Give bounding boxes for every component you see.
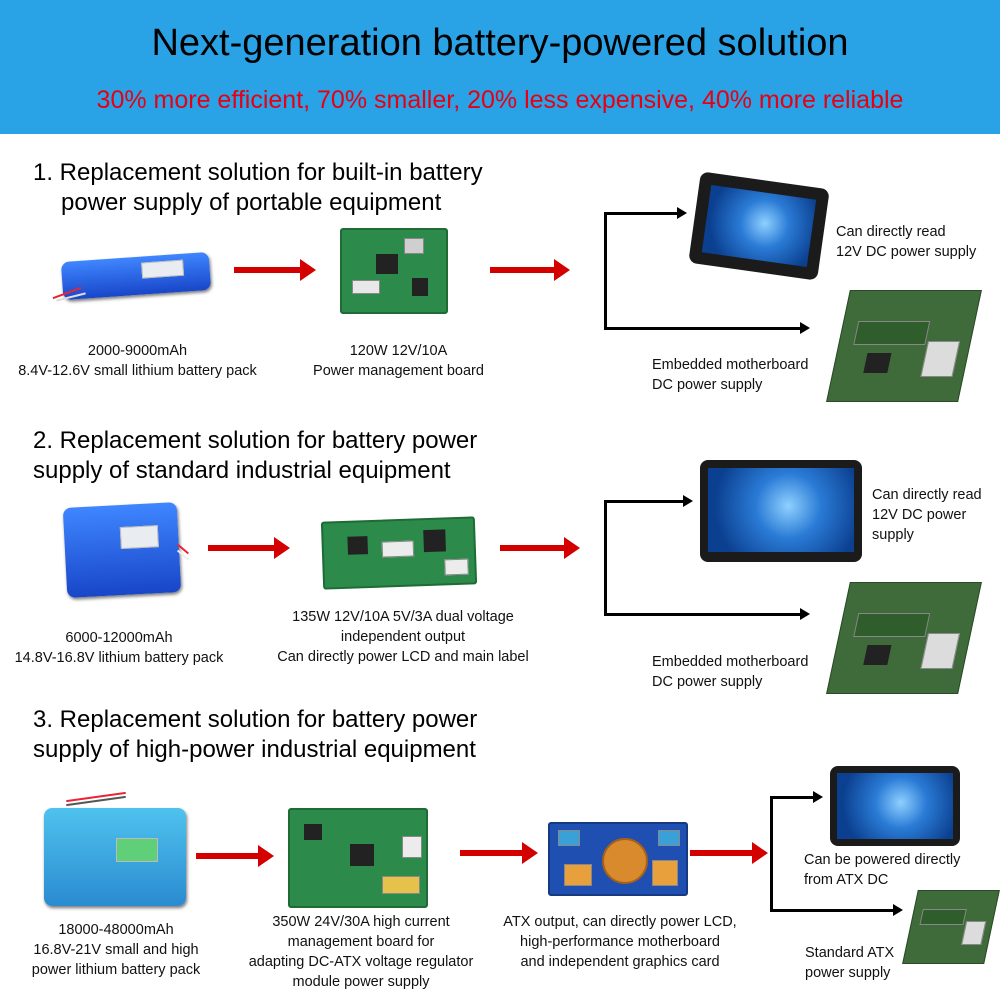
motherboard-image bbox=[902, 890, 1000, 964]
flow-arrow bbox=[490, 259, 570, 281]
output-2b-label: Embedded motherboard DC power supply bbox=[652, 654, 809, 690]
branch-connector bbox=[604, 500, 607, 616]
output-3b-label: Standard ATX power supply bbox=[805, 945, 895, 981]
section-1-title: 1. Replacement solution for built-in bat… bbox=[33, 159, 483, 216]
section-3-title: 3. Replacement solution for battery powe… bbox=[33, 706, 478, 763]
output-3a-label: Can be powered directly from ATX DC bbox=[804, 852, 961, 888]
flow-arrow bbox=[208, 537, 290, 559]
flow-arrow bbox=[196, 845, 274, 867]
tablet-image bbox=[688, 171, 830, 281]
power-board-image bbox=[320, 516, 478, 590]
output-1a-label: Can directly read 12V DC power supply bbox=[836, 224, 977, 260]
branch-arrow bbox=[770, 791, 823, 803]
battery-pack-image bbox=[62, 502, 182, 598]
flow-arrow bbox=[690, 842, 768, 864]
module-3-label: ATX output, can directly power LCD, high… bbox=[503, 914, 737, 970]
output-2a-label: Can directly read 12V DC power supply bbox=[872, 487, 982, 543]
board-1-label: 120W 12V/10A Power management board bbox=[313, 343, 484, 379]
branch-connector bbox=[604, 212, 607, 330]
motherboard-image bbox=[826, 290, 982, 402]
flow-arrow bbox=[460, 842, 538, 864]
section-2-title: 2. Replacement solution for battery powe… bbox=[33, 427, 478, 484]
branch-arrow bbox=[770, 904, 903, 916]
board-3-label: 350W 24V/30A high current management boa… bbox=[248, 914, 474, 990]
output-1b-label: Embedded motherboard DC power supply bbox=[652, 357, 809, 393]
flow-arrow bbox=[500, 537, 580, 559]
branch-connector bbox=[770, 796, 773, 912]
flow-arrow bbox=[234, 259, 316, 281]
branch-arrow bbox=[604, 495, 693, 507]
page-subtitle: 30% more efficient, 70% smaller, 20% les… bbox=[96, 86, 904, 114]
page-title: Next-generation battery-powered solution bbox=[151, 22, 849, 64]
battery-1-label: 2000-9000mAh 8.4V-12.6V small lithium ba… bbox=[18, 343, 257, 379]
branch-arrow bbox=[604, 322, 810, 334]
header-banner: Next-generation battery-powered solution… bbox=[0, 0, 1000, 134]
atx-module-image bbox=[548, 822, 688, 896]
battery-3-label: 18000-48000mAh 16.8V-21V small and high … bbox=[31, 922, 201, 978]
branch-arrow bbox=[604, 207, 687, 219]
monitor-image bbox=[700, 460, 862, 562]
board-2-label: 135W 12V/10A 5V/3A dual voltage independ… bbox=[277, 609, 529, 665]
branch-arrow bbox=[604, 608, 810, 620]
motherboard-image bbox=[826, 582, 982, 694]
monitor-image bbox=[830, 766, 960, 846]
battery-pack-image bbox=[44, 808, 186, 906]
battery-2-label: 6000-12000mAh 14.8V-16.8V lithium batter… bbox=[14, 630, 224, 666]
power-board-image bbox=[340, 228, 448, 314]
power-board-image bbox=[288, 808, 428, 908]
